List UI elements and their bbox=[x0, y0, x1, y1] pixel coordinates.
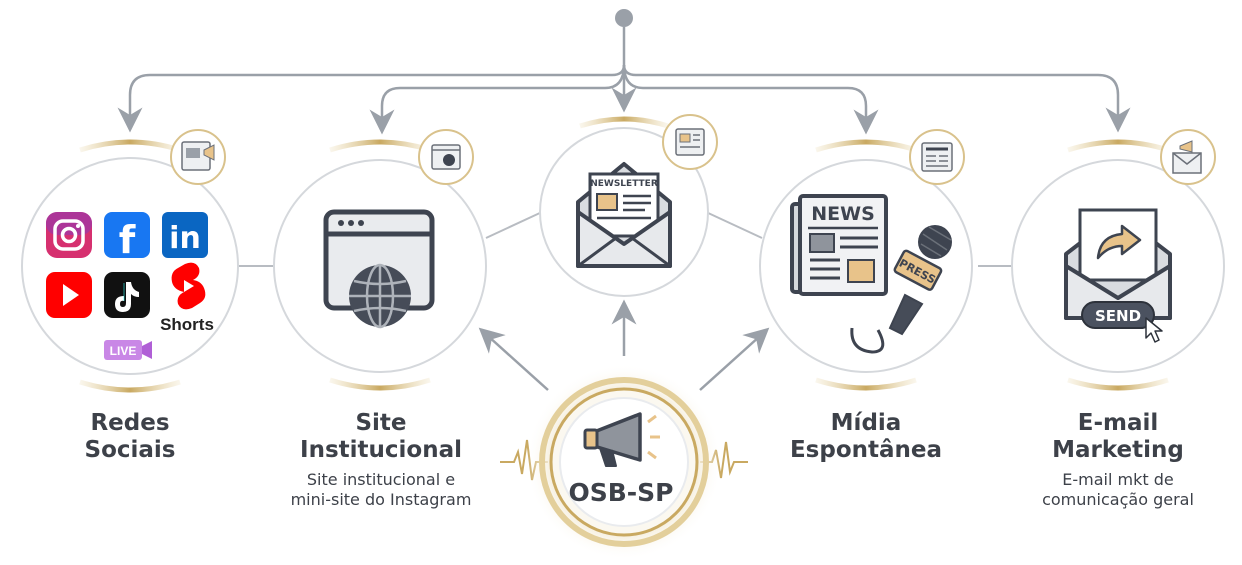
svg-text:LIVE: LIVE bbox=[110, 344, 137, 358]
site-institucional-label: Site Institucional Site institucional e … bbox=[265, 410, 497, 510]
email-marketing-label: E-mail Marketing E-mail mkt de comunicaç… bbox=[1012, 410, 1224, 510]
youtube-icon bbox=[46, 272, 92, 318]
site-institucional-subtitle: Site institucional e mini-site do Instag… bbox=[265, 470, 497, 510]
email-marketing-subtitle-line2: comunicação geral bbox=[1042, 490, 1194, 509]
linkedin-icon: in bbox=[162, 212, 208, 258]
redes-sociais-node: f in Shorts LIVE bbox=[21, 129, 239, 393]
instagram-icon bbox=[46, 212, 92, 258]
site-institucional-title-line2: Institucional bbox=[300, 437, 462, 463]
midia-espontanea-title-line2: Espontânea bbox=[789, 437, 943, 463]
live-icon: LIVE bbox=[104, 340, 152, 360]
email-marketing-subtitle: E-mail mkt de comunicação geral bbox=[1012, 470, 1224, 510]
midia-espontanea-label: Mídia Espontânea bbox=[760, 410, 972, 464]
facebook-icon: f bbox=[104, 212, 150, 262]
distribution-tree bbox=[117, 9, 1131, 135]
svg-text:SEND: SEND bbox=[1095, 307, 1141, 325]
redes-sociais-label: Redes Sociais bbox=[30, 410, 230, 464]
circle-connectors bbox=[238, 211, 1012, 267]
youtube-shorts-icon: Shorts bbox=[160, 262, 214, 334]
midia-espontanea-title-line1: Mídia bbox=[830, 410, 902, 436]
press-microphone-icon: PRESS bbox=[850, 225, 952, 354]
send-envelope-icon: SEND bbox=[1064, 208, 1172, 343]
newspaper-icon bbox=[909, 129, 965, 185]
svg-text:Shorts: Shorts bbox=[160, 315, 214, 334]
center-label: OSB-SP bbox=[568, 478, 674, 507]
email-marketing-title-line2: Marketing bbox=[1052, 437, 1184, 463]
tree-root-dot bbox=[615, 9, 633, 27]
midia-espontanea-node: NEWS PRESS bbox=[759, 129, 973, 391]
site-institucional-node bbox=[273, 129, 487, 391]
globe-icon bbox=[349, 263, 411, 329]
megaphone-icon bbox=[583, 412, 660, 467]
site-institucional-subtitle-line2: mini-site do Instagram bbox=[290, 490, 472, 509]
email-marketing-subtitle-line1: E-mail mkt de bbox=[1062, 470, 1174, 489]
email-marketing-node: SEND bbox=[1011, 129, 1225, 391]
osb-sp-center-node bbox=[500, 364, 748, 560]
news-paper-icon: NEWS bbox=[790, 194, 888, 296]
redes-sociais-title-line2: Sociais bbox=[84, 437, 176, 463]
email-marketing-title-line1: E-mail bbox=[1077, 410, 1159, 436]
newsletter-node: NEWSLETTER bbox=[539, 114, 718, 297]
redes-sociais-title-line1: Redes bbox=[90, 410, 170, 436]
newsletter-envelope-icon: NEWSLETTER bbox=[576, 162, 672, 268]
browser-globe-icon bbox=[418, 129, 474, 185]
site-institucional-subtitle-line1: Site institucional e bbox=[306, 470, 456, 489]
center-arrows bbox=[478, 299, 770, 391]
social-post-icon bbox=[170, 129, 226, 185]
email-megaphone-icon bbox=[1160, 129, 1216, 185]
tiktok-icon bbox=[104, 272, 150, 318]
document-icon bbox=[662, 114, 718, 170]
svg-text:NEWS: NEWS bbox=[811, 203, 875, 225]
svg-text:f: f bbox=[119, 218, 136, 262]
svg-text:NEWSLETTER: NEWSLETTER bbox=[590, 179, 658, 189]
svg-text:in: in bbox=[169, 221, 201, 256]
site-institucional-title-line1: Site bbox=[355, 410, 407, 436]
